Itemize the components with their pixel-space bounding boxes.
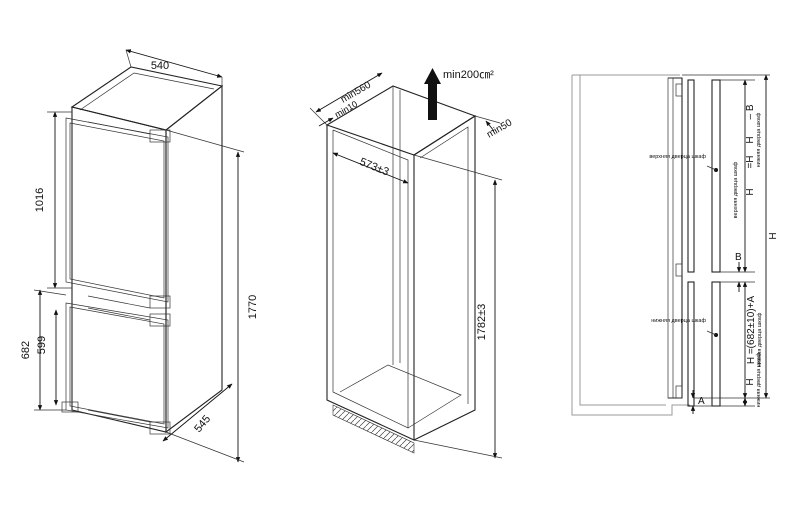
niche-height-label: 1782±3 [476,304,488,341]
cabinet-lower-door [711,281,721,407]
side-upper-door [687,79,695,273]
niche-drawing: min560 min10 min50 min200㎝² 573±3 1782±3 [309,68,514,459]
depth-label: 545 [192,413,213,435]
upper-door-label: верхняя дверца шкаф [649,154,706,160]
side-lower-door [687,281,695,407]
formula-mid: H =(682±10)+A [746,296,757,365]
side-section: верхняя дверца шкаф нижняя дверца шкаф H… [571,74,779,416]
a-label: A [698,396,705,407]
fridge-front [71,106,167,433]
min50-label: min50 [485,117,514,140]
b-label: B [735,252,742,263]
niche-width-label: 573±3 [358,156,391,179]
upper-door [65,117,169,303]
vent-label: min200㎝² [443,69,494,81]
upper-door-dim-label: 1016 [34,188,46,212]
height-label: 1770 [247,295,259,319]
vent-arrow [428,82,437,120]
formula-mid-sub: нижняя дверца шкаф [757,312,763,367]
fridge-top [70,66,224,131]
min560-label: min560 [339,79,373,105]
formula-top-h: H [745,188,756,195]
total-h-label: H [768,232,779,239]
hinge-top [149,129,171,143]
formula-top-b: – B [745,104,756,119]
lower-door-682-label: 682 [20,341,32,359]
formula-top-sub2: верхняя дверца шкаф [733,161,739,218]
formula-top-sub: нижняя дверца шкаф [756,112,762,167]
fridge-drawing: 540 1770 545 1016 682 599 [20,49,259,463]
formula-bot-sub: нижняя дверца шкаф [756,352,762,407]
cabinet-upper-door [711,79,721,273]
lower-door-599-label: 599 [36,336,48,354]
formula-bot-h: H [745,378,756,385]
hinge-middle [149,295,171,309]
lower-door-label: нижняя дверца шкаф [651,318,706,324]
formula-top-eq: =H [745,155,756,168]
vent-grille [332,404,415,454]
formula-top-h2: H [745,136,756,143]
width-label: 540 [151,60,169,72]
